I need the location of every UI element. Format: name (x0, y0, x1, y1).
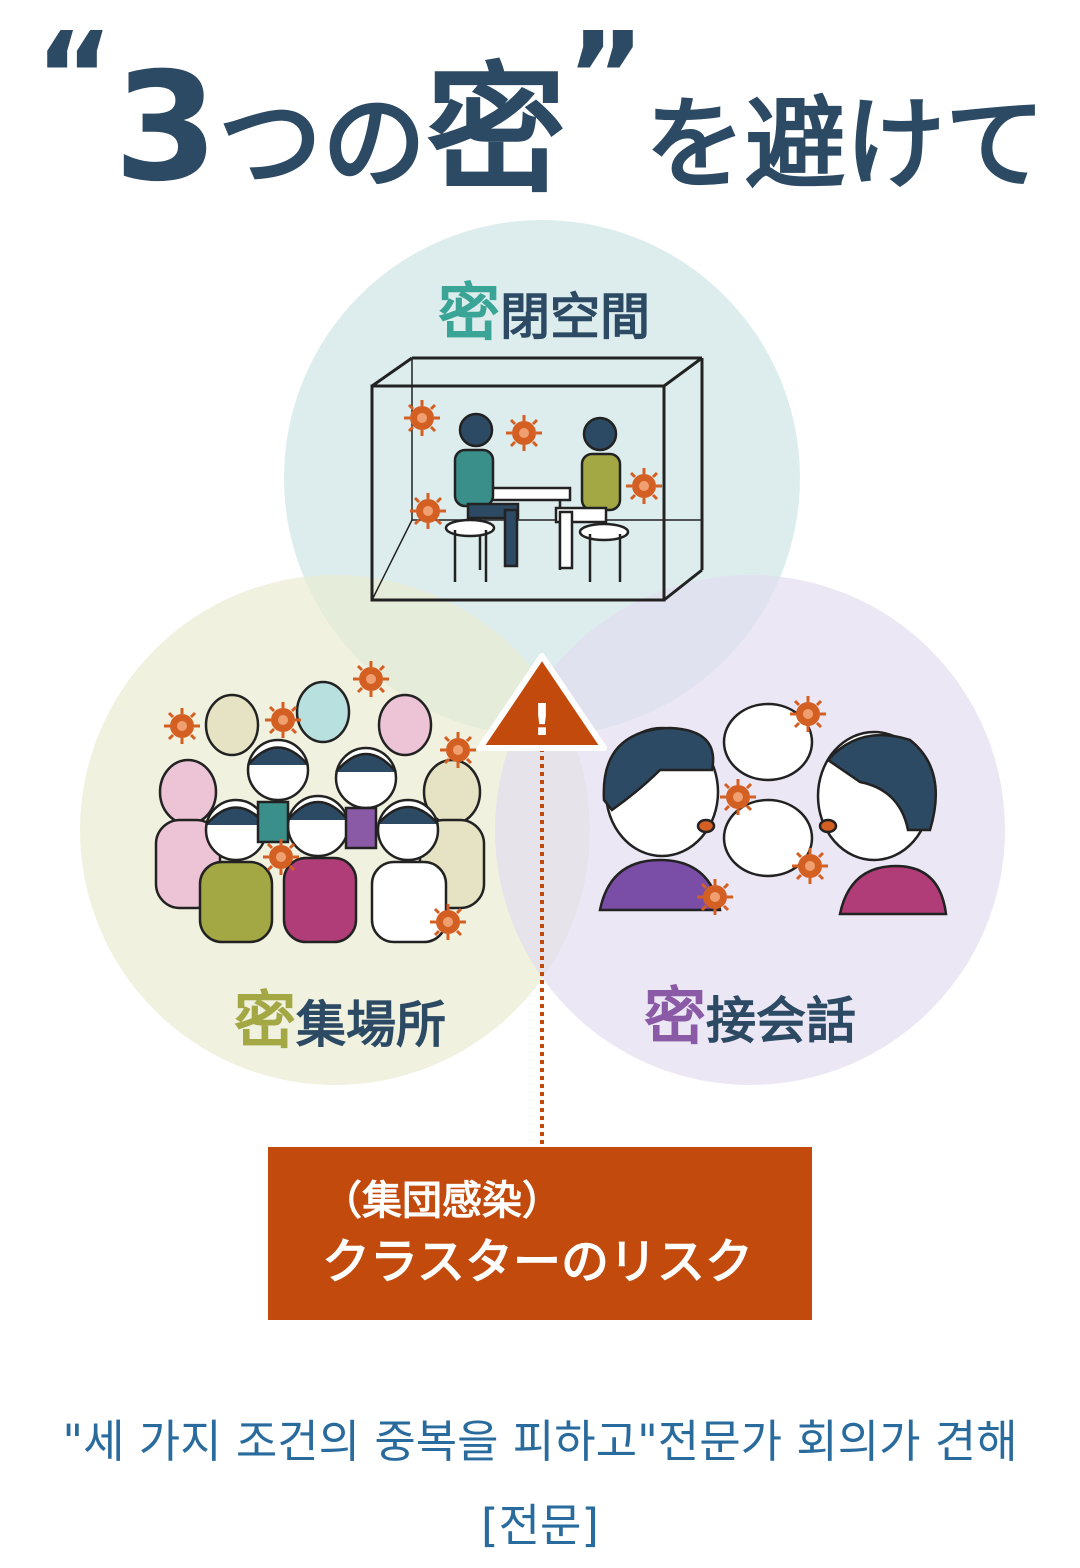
warning-triangle (477, 653, 607, 751)
label-close-mitsu: 密 (644, 980, 707, 1053)
label-closed-text: 閉空間 (500, 288, 651, 346)
risk-subtitle: （集団感染） (322, 1178, 562, 1224)
label-closed-mitsu: 密 (438, 276, 501, 349)
article-headline[interactable]: "세 가지 조건의 중복을 피하고"전문가 회의가 견해 [전문] (62, 1415, 1018, 1552)
label-close-text: 接会話 (706, 992, 857, 1050)
label-crowded-place: 密集場所 (234, 970, 446, 1060)
risk-title: クラスターのリスク (322, 1234, 754, 1290)
crowd-illustration (154, 680, 486, 944)
open-quote: “ (34, 8, 114, 147)
title-number: 3 (113, 41, 219, 215)
label-closed-space: 密閉空間 (438, 262, 650, 352)
label-crowded-text: 集場所 (296, 996, 447, 1054)
title-rest: を避けて (645, 86, 1046, 203)
label-close-contact: 密接会話 (644, 966, 856, 1056)
close-quote: ” (566, 8, 646, 147)
cluster-risk-box: （集団感染） クラスターのリスク (268, 1147, 812, 1320)
page-title: “3つの密”を避けて (0, 8, 1080, 220)
warning-symbol: ! (532, 695, 552, 746)
title-mitsu: 密 (426, 50, 567, 213)
people-at-table (444, 412, 630, 582)
label-crowded-mitsu: 密 (234, 984, 297, 1057)
closed-room-illustration (370, 356, 704, 602)
title-tsu-no: つの (218, 82, 427, 204)
